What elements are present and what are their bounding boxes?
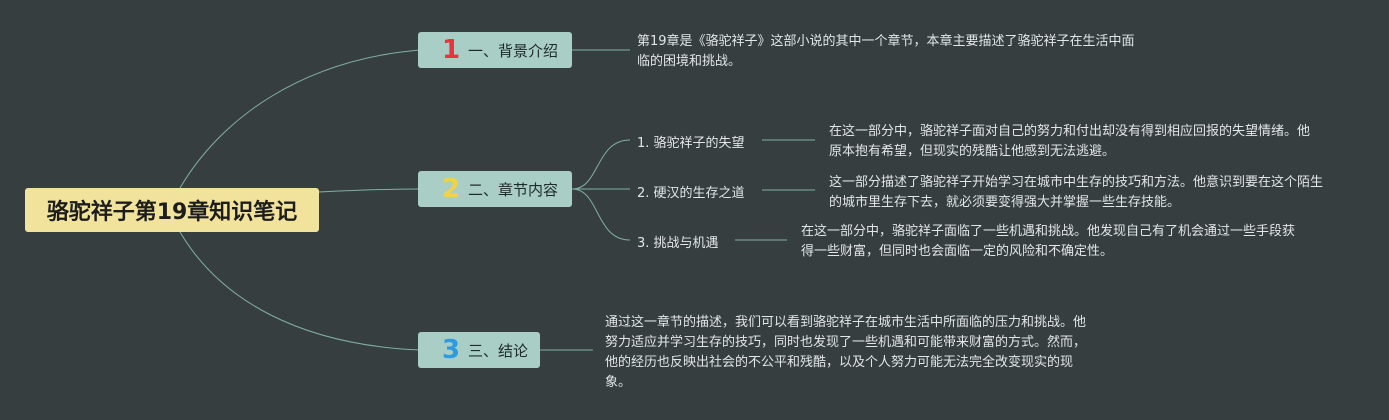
subtopic-description-challenges: 在这一部分中，骆驼祥子面临了一些机遇和挑战。他发现自己有了机会通过一些手段获得一… (801, 224, 1296, 259)
link-branch-2-to-sub-1 (571, 139, 631, 190)
link-branch-2-to-sub-3 (571, 188, 631, 241)
subtopic-survival[interactable]: 2. 硬汉的生存之道 (637, 186, 745, 201)
subtopic-description-survival: 这一部分描述了骆驼祥子开始学习在城市中生存的技巧和方法。他意识到要在这个陌生的城… (829, 175, 1324, 210)
root-title: 骆驼祥子第19章知识笔记 (46, 200, 298, 225)
branch-label: 三、结论 (468, 341, 529, 360)
subtopic-challenges[interactable]: 3. 挑战与机遇 (637, 236, 719, 251)
branch-description-background: 第19章是《骆驼祥子》这部小说的其中一个章节，本章主要描述了骆驼祥子在生活中面临… (637, 34, 1135, 69)
link-root-to-branch-3 (179, 231, 421, 351)
branch-description-conclusion: 通过这一章节的描述，我们可以看到骆驼祥子在城市生活中所面临的压力和挑战。他努力适… (605, 315, 1087, 390)
branch-topic-conclusion[interactable]: 3 三、结论 (418, 332, 540, 368)
number-2-icon: 2 (441, 174, 461, 204)
branch-topic-background[interactable]: 1 一、背景介绍 (418, 32, 572, 68)
link-root-to-branch-2 (318, 188, 421, 193)
branch-label: 一、背景介绍 (468, 41, 559, 60)
number-1-icon: 1 (441, 35, 461, 65)
branch-topic-chapter-content[interactable]: 2 二、章节内容 (418, 171, 572, 207)
branch-label: 二、章节内容 (468, 180, 559, 199)
number-3-icon: 3 (441, 335, 461, 365)
subtopic-disappointment[interactable]: 1. 骆驼祥子的失望 (637, 136, 745, 151)
root-topic[interactable]: 骆驼祥子第19章知识笔记 (25, 188, 319, 232)
subtopic-description-disappointment: 在这一部分中，骆驼祥子面对自己的努力和付出却没有得到相应回报的失望情绪。他原本抱… (829, 124, 1311, 159)
link-root-to-branch-1 (179, 49, 421, 189)
